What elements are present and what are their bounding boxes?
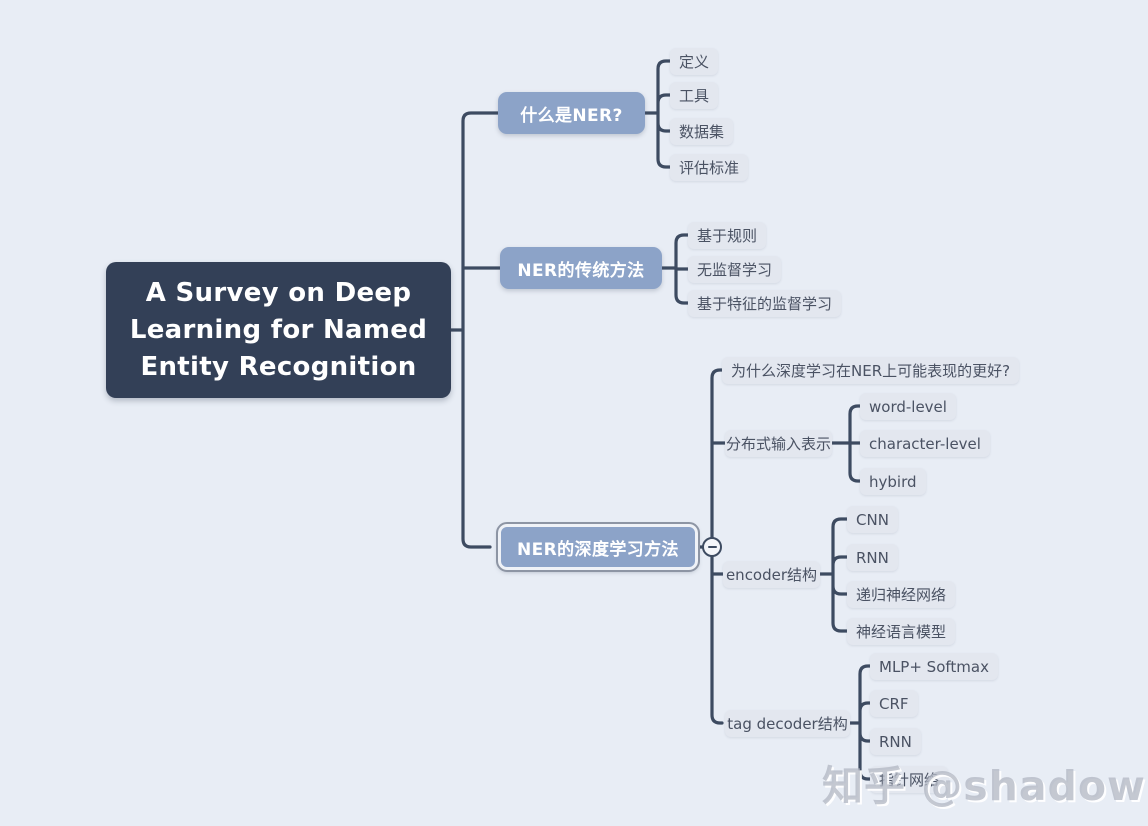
branch1-connectors — [643, 59, 672, 169]
branch-deep-learning-methods[interactable]: NER的深度学习方法 — [496, 522, 700, 572]
tag-decoder-connectors — [848, 664, 872, 781]
collapse-minus-button[interactable] — [702, 537, 722, 557]
leaf-tools[interactable]: 工具 — [670, 82, 719, 109]
leaf-cnn[interactable]: CNN — [847, 506, 898, 533]
leaf-hybird[interactable]: hybird — [860, 468, 926, 495]
leaf-pointer-network[interactable]: 指针网络 — [870, 766, 949, 793]
leaf-tag-decoder-structure[interactable]: tag decoder结构 — [725, 710, 850, 737]
leaf-dataset[interactable]: 数据集 — [670, 118, 734, 145]
watermark: 知乎 @shadow572 — [822, 762, 1148, 810]
leaf-character-level[interactable]: character-level — [860, 430, 990, 457]
trunk-connector — [448, 111, 502, 549]
leaf-recursive-neural-network[interactable]: 递归神经网络 — [847, 581, 956, 608]
branch-what-is-ner[interactable]: 什么是NER? — [498, 92, 645, 134]
distributed-input-connectors — [830, 404, 862, 483]
leaf-encoder-structure[interactable]: encoder结构 — [723, 561, 820, 588]
root-node[interactable]: A Survey on Deep Learning for Named Enti… — [106, 262, 451, 398]
branch2-connectors — [660, 233, 690, 305]
leaf-unsupervised-learning[interactable]: 无监督学习 — [688, 256, 782, 283]
leaf-distributed-input-representation[interactable]: 分布式输入表示 — [725, 430, 832, 457]
leaf-why-deep-learning-better[interactable]: 为什么深度学习在NER上可能表现的更好? — [722, 357, 1020, 384]
branch-traditional-methods[interactable]: NER的传统方法 — [500, 247, 662, 289]
leaf-rnn-decoder[interactable]: RNN — [870, 728, 921, 755]
leaf-rnn-encoder[interactable]: RNN — [847, 544, 898, 571]
leaf-neural-language-model[interactable]: 神经语言模型 — [847, 618, 956, 645]
leaf-definition[interactable]: 定义 — [670, 48, 719, 75]
leaf-feature-based-supervised-learning[interactable]: 基于特征的监督学习 — [688, 290, 842, 317]
leaf-evaluation-criteria[interactable]: 评估标准 — [670, 154, 749, 181]
leaf-mlp-softmax[interactable]: MLP+ Softmax — [870, 653, 998, 680]
leaf-rule-based[interactable]: 基于规则 — [688, 222, 767, 249]
encoder-connectors — [818, 517, 849, 633]
minus-circle-icon — [707, 546, 717, 548]
leaf-crf[interactable]: CRF — [870, 690, 918, 717]
leaf-word-level[interactable]: word-level — [860, 393, 956, 420]
